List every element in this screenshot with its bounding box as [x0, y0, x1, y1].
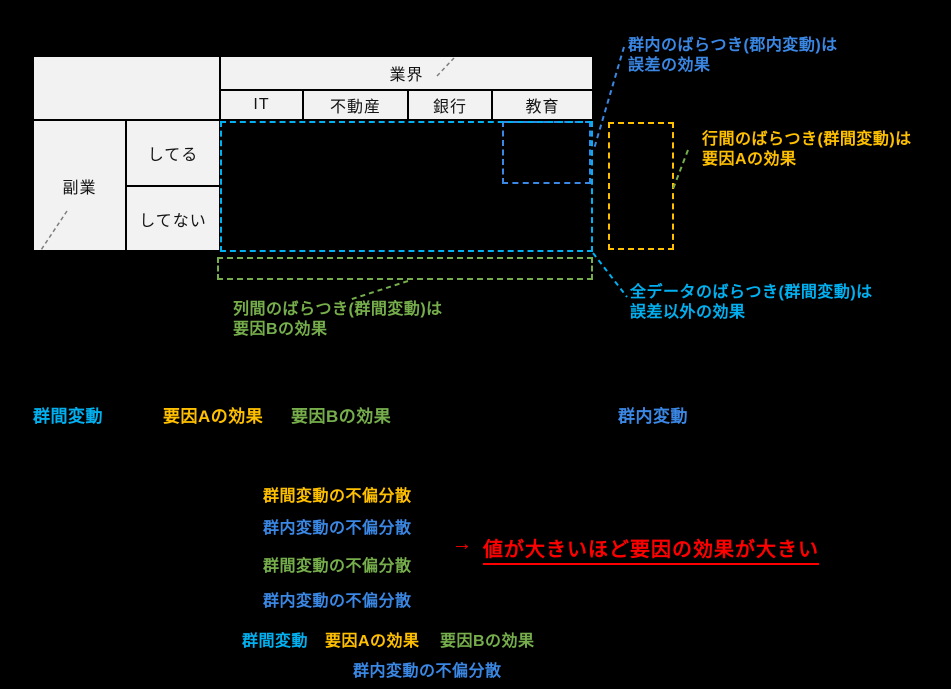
- f-ratio-b-denominator: 群内変動の不偏分散: [263, 593, 412, 610]
- eq-between-variation: 群間変動: [33, 407, 103, 426]
- conclusion-text: 値が大きいほど要因の効果が大きい: [483, 533, 819, 565]
- within-group-annotation-line1: 群内のばらつき(郡内変動)は: [628, 37, 838, 54]
- all-data-annotation-line2: 誤差以外の効果: [630, 304, 746, 321]
- column-variation-leader-line: [348, 280, 409, 301]
- row-header-not-doing: してない: [126, 186, 220, 251]
- table-corner-cell: [33, 56, 220, 120]
- within-group-annotation-line2: 誤差の効果: [628, 57, 711, 74]
- row-variation-leader-line: [672, 149, 689, 190]
- col-header-it: IT: [220, 90, 303, 120]
- conclusion-arrow: →: [452, 533, 473, 555]
- f-ratio-a-denominator: 群内変動の不偏分散: [263, 520, 412, 537]
- f-ratio-a-numerator: 群間変動の不偏分散: [263, 488, 412, 505]
- eq2-between-variation: 群間変動: [242, 633, 309, 650]
- eq-factor-a-effect: 要因Aの効果: [163, 407, 264, 426]
- all-data-annotation-line1: 全データのばらつき(群間変動)は: [630, 284, 873, 301]
- eq-within-variation: 群内変動: [618, 407, 688, 426]
- factor-a-annotation-line2: 要因Aの効果: [702, 151, 797, 168]
- row-group-header-side-job: 副業: [33, 120, 126, 251]
- factor-b-annotation-line2: 要因Bの効果: [233, 321, 328, 338]
- factor-a-annotation: 行間のばらつき(群間変動)は 要因Aの効果: [702, 130, 912, 170]
- eq2-factor-b-effect: 要因Bの効果: [440, 633, 535, 650]
- all-data-leader-line: [592, 252, 628, 298]
- col-header-real-estate: 不動産: [303, 90, 408, 120]
- within-group-annotation: 群内のばらつき(郡内変動)は 誤差の効果: [628, 36, 838, 76]
- col-header-education: 教育: [492, 90, 593, 120]
- factor-b-annotation-line1: 列間のばらつき(群間変動)は: [233, 301, 443, 318]
- table-header-industry: 業界: [220, 56, 593, 90]
- column-variation-dashed-box: [217, 257, 593, 280]
- factor-b-annotation: 列間のばらつき(群間変動)は 要因Bの効果: [233, 300, 443, 340]
- factor-a-annotation-line1: 行間のばらつき(群間変動)は: [702, 131, 912, 148]
- eq2-denominator: 群内変動の不偏分散: [353, 663, 502, 680]
- col-header-bank: 銀行: [408, 90, 492, 120]
- row-variation-dashed-box: [608, 122, 674, 250]
- all-data-dashed-box: [220, 121, 593, 252]
- all-data-annotation: 全データのばらつき(群間変動)は 誤差以外の効果: [630, 283, 873, 323]
- eq-factor-b-effect: 要因Bの効果: [291, 407, 392, 426]
- row-header-doing: してる: [126, 120, 220, 186]
- eq2-factor-a-effect: 要因Aの効果: [325, 633, 420, 650]
- f-ratio-b-numerator: 群間変動の不偏分散: [263, 558, 412, 575]
